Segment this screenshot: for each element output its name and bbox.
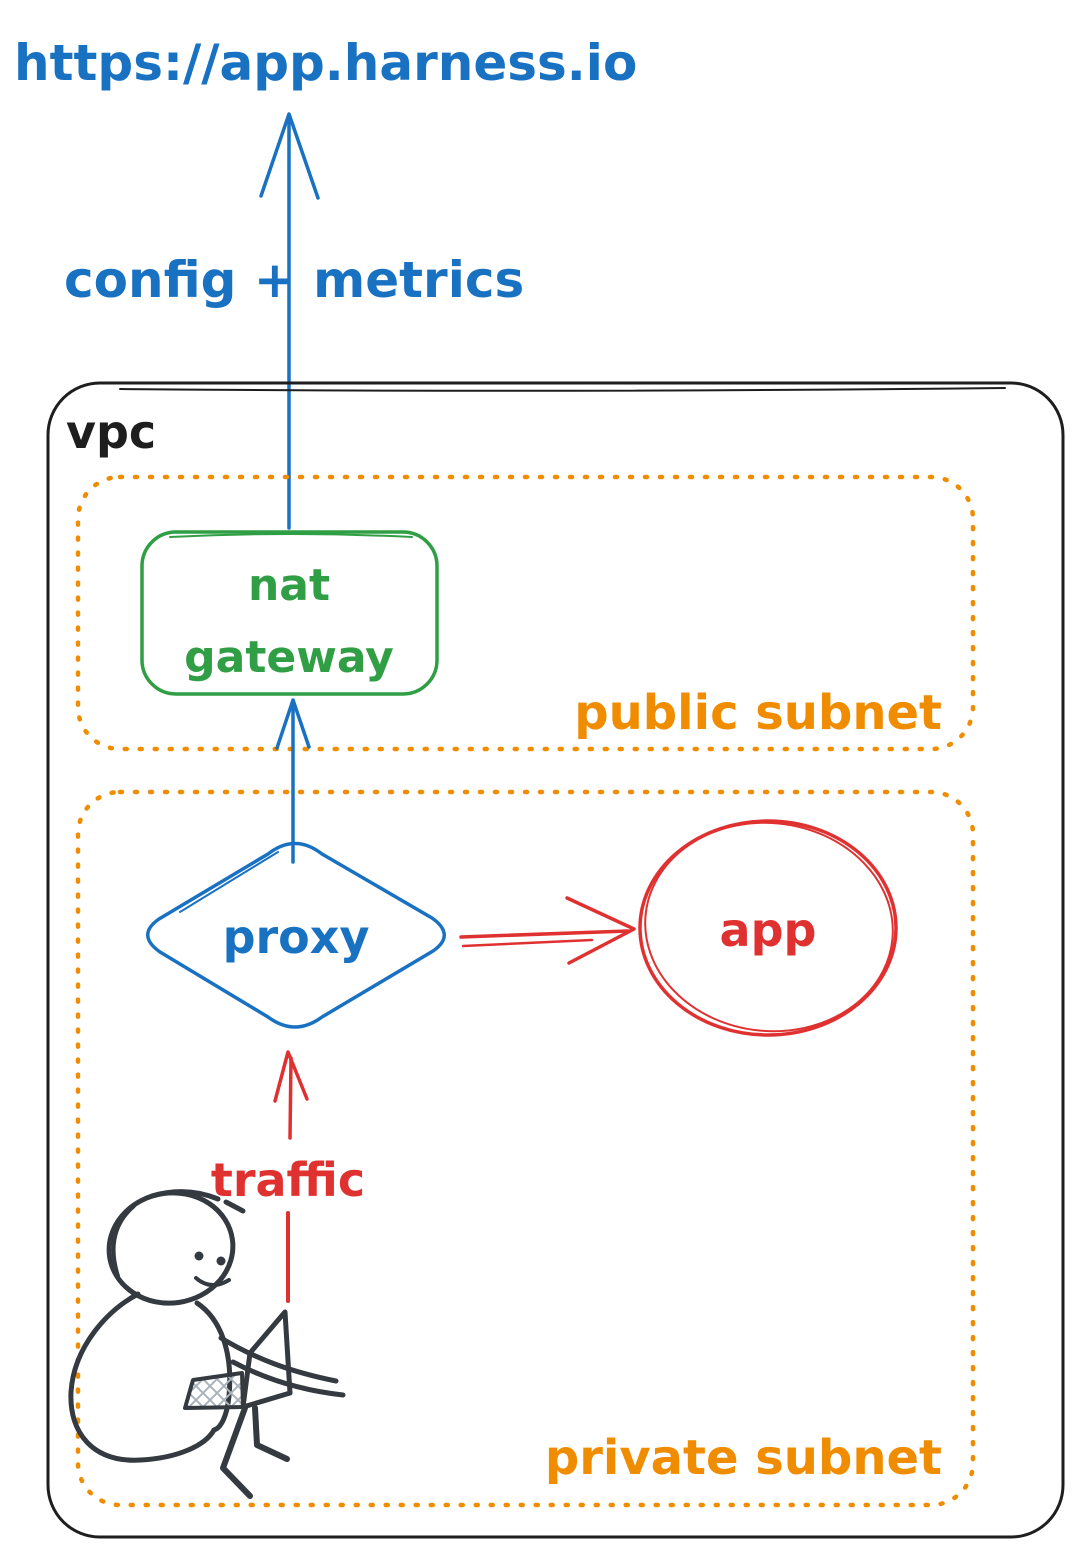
- person-body-side: [194, 1300, 233, 1433]
- person-head-sketch-stroke: [111, 1204, 136, 1278]
- arrow-proxy-to-app-shaft: [459, 929, 630, 939]
- node-app: app: [638, 819, 898, 1037]
- nat-gateway-box-sketch-stroke: [169, 533, 413, 538]
- vpc-label: vpc: [66, 405, 156, 459]
- arrow-proxy-to-app-head: [565, 896, 636, 965]
- traffic-label: traffic: [211, 1153, 365, 1207]
- nat-gateway-label-line2: gateway: [184, 632, 394, 683]
- node-nat-gateway: nat gateway: [140, 530, 439, 696]
- arrow-natgw-to-url: [259, 112, 320, 530]
- person-eye-right: [216, 1256, 226, 1266]
- nat-gateway-label-line1: nat: [248, 560, 330, 611]
- arrow-proxy-to-app: [459, 896, 636, 965]
- app-circle: [638, 819, 898, 1037]
- proxy-label: proxy: [223, 910, 370, 964]
- private-subnet-container: private subnet: [75, 789, 976, 1508]
- node-proxy: proxy: [146, 841, 446, 1029]
- arrow-traffic-to-proxy: [273, 1050, 309, 1303]
- vpc-border: [46, 381, 1065, 1539]
- person-leg-right: [252, 1405, 290, 1462]
- arrow-proxy-to-natgw-head: [275, 698, 311, 750]
- proxy-diamond-sketch-stroke: [179, 851, 279, 913]
- nat-gateway-box: [140, 530, 439, 696]
- config-metrics-label: config + metrics: [64, 251, 524, 309]
- laptop-keyboard: [183, 1371, 245, 1410]
- person-eye-left: [194, 1251, 204, 1261]
- vpc-container: vpc: [46, 381, 1065, 1539]
- app-circle-sketch-stroke: [644, 821, 894, 1033]
- person-smile: [194, 1276, 231, 1287]
- app-label: app: [720, 903, 817, 957]
- external-url-label: https://app.harness.io: [14, 34, 637, 92]
- vpc-border-sketch-stroke: [119, 387, 1006, 392]
- public-subnet-container: public subnet: [75, 474, 976, 752]
- person-with-laptop-illustration: [68, 1189, 346, 1499]
- public-subnet-label: public subnet: [574, 685, 942, 741]
- person-hair: [149, 1189, 246, 1214]
- public-subnet-border: [75, 474, 976, 752]
- private-subnet-border: [75, 789, 976, 1508]
- arrow-natgw-to-url-head: [259, 112, 320, 200]
- private-subnet-label: private subnet: [545, 1430, 942, 1486]
- person-body: [68, 1291, 217, 1463]
- person-leg-left: [220, 1405, 253, 1499]
- proxy-diamond: [146, 841, 446, 1029]
- arrow-proxy-to-natgw: [275, 698, 311, 864]
- arrow-traffic-upper-shaft: [288, 1056, 293, 1140]
- arrow-traffic-head: [273, 1050, 309, 1103]
- arrow-proxy-to-app-shaft-sketch: [461, 938, 594, 948]
